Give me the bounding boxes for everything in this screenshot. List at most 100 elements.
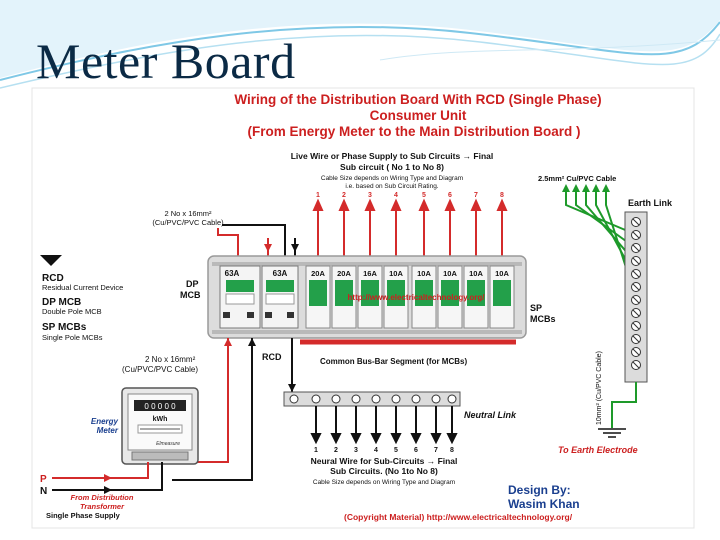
mcb-rating: 10A bbox=[469, 269, 483, 278]
arrow-up-icon bbox=[496, 198, 508, 211]
legend-dp-mcb-desc: Double Pole MCB bbox=[42, 307, 102, 316]
sp-mcb-toggle bbox=[309, 280, 327, 306]
board-top-rail bbox=[212, 262, 522, 266]
header-swoosh bbox=[0, 0, 720, 89]
circuit-number: 3 bbox=[368, 192, 372, 199]
bottom-cable-label-2: (Cu/PVC/PVC Cable) bbox=[122, 365, 198, 374]
arrow-right-icon bbox=[104, 474, 112, 482]
diagram-frame bbox=[31, 87, 695, 529]
neutral-link-label: Neutral Link bbox=[464, 410, 517, 420]
supply-p-label: P bbox=[40, 474, 47, 485]
circuit-number: 2 bbox=[334, 447, 338, 454]
neutral-link-screws bbox=[289, 394, 457, 404]
earth-link-label: Earth Link bbox=[628, 198, 673, 208]
swoosh-line bbox=[0, 33, 720, 89]
mcb-rating: 20A bbox=[337, 269, 351, 278]
screw-slot bbox=[632, 322, 640, 330]
top-cable-label-2: (Cu/PVC/PVC Cable) bbox=[152, 218, 224, 227]
screw-slot bbox=[632, 270, 640, 278]
energy-meter-label-2: Meter bbox=[97, 426, 119, 435]
screw-slot bbox=[632, 335, 640, 343]
arrow-up-icon bbox=[312, 198, 324, 211]
swoosh-line bbox=[379, 39, 720, 61]
circuit-number: 7 bbox=[434, 447, 438, 454]
design-by: Design By: bbox=[508, 483, 571, 497]
screw-slot bbox=[632, 244, 640, 252]
circuit-number: 8 bbox=[450, 447, 454, 454]
neutral-outgoing-wires bbox=[310, 406, 458, 445]
rcd-rating: 63A bbox=[225, 269, 240, 278]
screw-icon bbox=[351, 394, 361, 404]
earth-to-electrode-wire bbox=[611, 382, 637, 428]
live-wire-caption-1: Live Wire or Phase Supply to Sub Circuit… bbox=[291, 151, 494, 161]
screw-icon bbox=[391, 394, 401, 404]
screw-slot bbox=[632, 348, 640, 356]
screw-icon bbox=[311, 394, 321, 404]
sp-mcb-toggle bbox=[361, 280, 379, 306]
sp-mcb-ratings: 20A 20A 16A 10A 10A 10A 10A 10A bbox=[311, 269, 509, 278]
earth-link-screws bbox=[631, 217, 641, 370]
screw-icon bbox=[431, 394, 441, 404]
earth-ground-icon bbox=[598, 428, 626, 438]
dp-mcb-window bbox=[265, 293, 295, 305]
mcb-rating: 10A bbox=[443, 269, 457, 278]
board-terminals bbox=[223, 312, 294, 318]
earth-wire bbox=[575, 190, 631, 245]
screw-icon bbox=[447, 394, 457, 404]
dp-mcb-side-label-1: DP bbox=[186, 279, 199, 289]
arrow-down-icon bbox=[288, 384, 296, 392]
arrow-down-icon bbox=[310, 433, 322, 445]
supply-neutral-wire bbox=[52, 462, 163, 491]
circuit-number: 3 bbox=[354, 447, 358, 454]
arrow-down-icon bbox=[291, 244, 299, 252]
rcd-window bbox=[225, 293, 255, 305]
arrow-up-icon bbox=[224, 338, 232, 346]
earth-wire bbox=[565, 190, 631, 233]
copyright-line: (Copyright Material) http://www.electric… bbox=[344, 512, 573, 522]
screw-slot bbox=[632, 231, 640, 239]
sp-mcb-toggle bbox=[467, 280, 485, 306]
legend-rcd-desc: Residual Current Device bbox=[42, 283, 123, 292]
arrow-up-icon bbox=[572, 184, 580, 192]
earth-cables bbox=[565, 190, 631, 281]
legend-sp-mcbs-title: SP MCBs bbox=[42, 322, 87, 333]
cable-note-1: Cable Size depends on Wiring Type and Di… bbox=[321, 175, 463, 182]
screw-icon bbox=[289, 394, 299, 404]
screw-slot bbox=[632, 257, 640, 265]
heading-line-2: Consumer Unit bbox=[370, 108, 467, 123]
top-cable-label-1: 2 No x 16mm² bbox=[164, 209, 212, 218]
screw-icon bbox=[411, 394, 421, 404]
arrow-right-icon bbox=[104, 486, 112, 494]
earth-cable-label: 2.5mm² Cu/PVC Cable bbox=[538, 174, 616, 183]
sp-mcb-toggle bbox=[335, 280, 353, 306]
live-wire-caption-2: Sub circuit ( No 1 to No 8) bbox=[340, 162, 444, 172]
board-watermark: http://www.electricaltechnology.org/ bbox=[348, 293, 486, 302]
arrow-up-icon bbox=[338, 198, 350, 211]
bottom-cable-label-1: 2 No x 16mm² bbox=[145, 355, 196, 364]
circuit-number: 5 bbox=[422, 192, 426, 199]
board-bottom-rail bbox=[212, 330, 522, 334]
mcb-rating: 16A bbox=[363, 269, 377, 278]
arrow-up-icon bbox=[592, 184, 600, 192]
arrow-up-icon bbox=[582, 184, 590, 192]
from-distribution-1: From Distribution bbox=[71, 493, 134, 502]
dp-mcb-rating: 63A bbox=[273, 269, 288, 278]
neutral-wire-caption-3: Cable Size depends on Wiring Type and Di… bbox=[313, 479, 455, 486]
sp-mcb-toggle bbox=[387, 280, 405, 306]
rcd-toggle bbox=[226, 280, 254, 292]
mcb-rating: 10A bbox=[417, 269, 431, 278]
meter-to-rcd-phase bbox=[188, 338, 229, 463]
mcb-rating: 20A bbox=[311, 269, 325, 278]
energy-meter-unit: kWh bbox=[153, 416, 168, 423]
arrow-up-icon bbox=[248, 338, 256, 346]
energy-meter-reading: 0 0 0 0 0 bbox=[144, 402, 176, 411]
supply-neutral-to-rcd bbox=[222, 224, 286, 265]
arrow-up-icon bbox=[418, 198, 430, 211]
screw-icon bbox=[371, 394, 381, 404]
sp-mcb-toggle bbox=[441, 280, 459, 306]
legend-rcd-title: RCD bbox=[42, 273, 64, 284]
screw-slot bbox=[632, 361, 640, 369]
legend-sp-mcbs-desc: Single Pole MCBs bbox=[42, 333, 103, 342]
bottom-circuit-numbers: 1 2 3 4 5 6 7 8 bbox=[314, 447, 454, 454]
